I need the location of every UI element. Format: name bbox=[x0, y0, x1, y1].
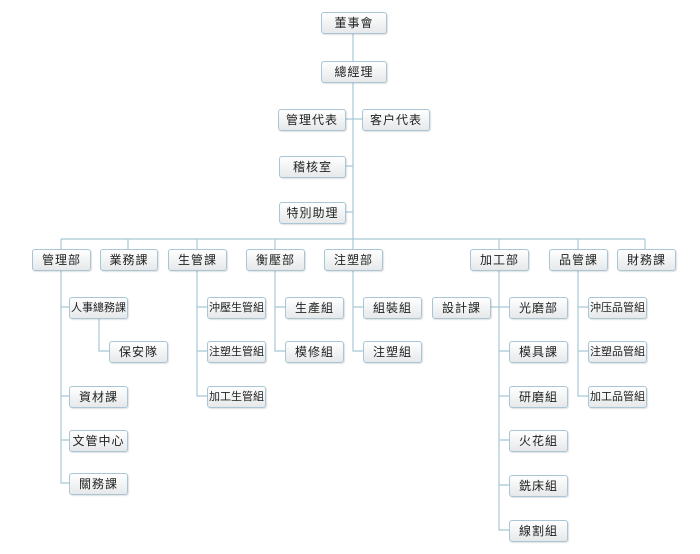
dept-box[interactable]: 品管課 bbox=[549, 249, 608, 271]
unit-box[interactable]: 線割組 bbox=[509, 520, 568, 542]
unit-box[interactable]: 模修組 bbox=[285, 341, 344, 363]
unit-box[interactable]: 沖压品管組 bbox=[588, 297, 647, 319]
audit-box[interactable]: 稽核室 bbox=[279, 156, 346, 178]
unit-box[interactable]: 火花組 bbox=[509, 430, 568, 452]
dept-box[interactable]: 衡壓部 bbox=[246, 249, 305, 271]
unit-box[interactable]: 模具課 bbox=[509, 341, 568, 363]
unit-box[interactable]: 加工品管組 bbox=[588, 386, 647, 408]
dept-box[interactable]: 生管課 bbox=[168, 249, 227, 271]
dept-box[interactable]: 加工部 bbox=[470, 249, 529, 271]
unit-box[interactable]: 文管中心 bbox=[69, 430, 128, 452]
mgmt-rep-box[interactable]: 管理代表 bbox=[278, 109, 346, 131]
dept-box[interactable]: 管理部 bbox=[32, 249, 91, 271]
dept-box[interactable]: 注塑部 bbox=[324, 249, 383, 271]
unit-box[interactable]: 研磨組 bbox=[509, 386, 568, 408]
unit-box[interactable]: 人事總務課 bbox=[69, 297, 128, 319]
dept-box[interactable]: 業務課 bbox=[100, 249, 158, 271]
unit-box[interactable]: 光磨部 bbox=[509, 297, 568, 319]
unit-box[interactable]: 沖壓生管組 bbox=[207, 297, 266, 319]
unit-box[interactable]: 資材課 bbox=[69, 386, 128, 408]
unit-box[interactable]: 組裝組 bbox=[363, 297, 422, 319]
unit-box[interactable]: 注塑組 bbox=[363, 341, 422, 363]
gm-box[interactable]: 總經理 bbox=[321, 61, 387, 83]
unit-box[interactable]: 設計課 bbox=[432, 297, 491, 319]
board-box[interactable]: 董事會 bbox=[321, 12, 387, 34]
unit-box[interactable]: 注塑生管組 bbox=[207, 341, 266, 363]
assistant-box[interactable]: 特別助理 bbox=[279, 202, 346, 224]
unit-box[interactable]: 注塑品管組 bbox=[588, 341, 647, 363]
unit-box[interactable]: 生產組 bbox=[285, 297, 344, 319]
dept-box[interactable]: 財務課 bbox=[617, 249, 676, 271]
unit-box[interactable]: 保安隊 bbox=[109, 341, 168, 363]
cust-rep-box[interactable]: 客户代表 bbox=[362, 109, 430, 131]
unit-box[interactable]: 銑床組 bbox=[509, 475, 568, 497]
unit-box[interactable]: 加工生管組 bbox=[207, 386, 266, 408]
unit-box[interactable]: 關務課 bbox=[69, 473, 128, 495]
